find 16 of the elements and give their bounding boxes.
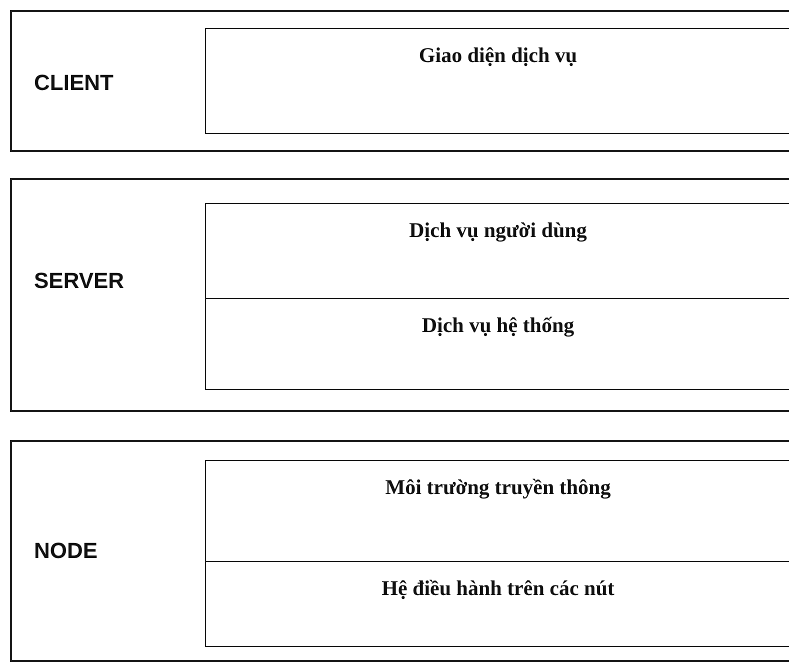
component-label: Giao diện dịch vụ — [418, 43, 578, 68]
layer-band — [10, 10, 789, 152]
component-box — [205, 460, 789, 562]
component-box — [205, 298, 789, 390]
component-box — [205, 203, 789, 299]
component-label: Dịch vụ hệ thống — [420, 313, 576, 338]
component-box — [205, 28, 789, 134]
layer-title: NODE — [34, 538, 98, 564]
layer-title: CLIENT — [34, 70, 114, 96]
layer-title: SERVER — [34, 268, 124, 294]
component-label: Môi trường truyền thông — [384, 475, 612, 500]
layer-band — [10, 440, 789, 662]
component-label: Dịch vụ người dùng — [408, 218, 588, 243]
component-box — [205, 561, 789, 647]
component-label: Hệ điều hành trên các nút — [380, 576, 616, 601]
layer-band — [10, 178, 789, 412]
